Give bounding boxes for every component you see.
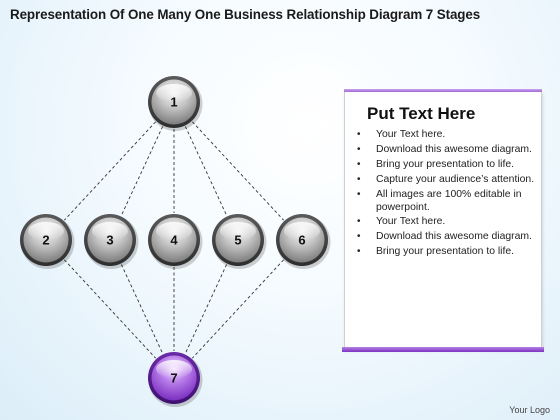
connector-line-1-to-5: [184, 126, 228, 216]
connector-line-5-to-7: [184, 264, 228, 354]
node-2: 2: [20, 214, 75, 269]
node-label-5: 5: [234, 233, 241, 248]
bullet-item: Bring your presentation to life.: [357, 246, 535, 259]
connector-lines: [64, 121, 284, 359]
node-7: 7: [148, 352, 203, 407]
node-label-6: 6: [298, 233, 305, 248]
connector-line-2-to-7: [64, 259, 156, 359]
bullet-item: Capture your audience’s attention.: [357, 174, 535, 187]
bullet-item: Download this awesome diagram.: [357, 231, 535, 244]
panel-heading: Put Text Here: [367, 104, 476, 123]
diagram-nodes: 1 2 3 4 5 6 7: [20, 76, 331, 407]
node-4: 4: [148, 214, 203, 269]
node-5: 5: [212, 214, 267, 269]
connector-line-6-to-7: [192, 259, 284, 359]
node-3: 3: [84, 214, 139, 269]
node-label-7: 7: [170, 371, 177, 386]
panel-top-bar: [344, 89, 542, 94]
panel-bottom-bar: [342, 347, 544, 352]
bullet-item: Your Text here.: [357, 129, 535, 142]
bullet-item: Your Text here.: [357, 216, 535, 229]
footer-logo-text: Your Logo: [509, 405, 550, 415]
connector-line-1-to-3: [120, 126, 164, 216]
text-panel: Put Text Here Your Text here. Download t…: [344, 92, 542, 350]
connector-line-3-to-7: [120, 264, 164, 354]
bullet-item: All images are 100% editable in powerpoi…: [357, 189, 535, 215]
node-1: 1: [148, 76, 203, 131]
diagram-title: Representation Of One Many One Business …: [10, 7, 481, 22]
node-label-2: 2: [42, 233, 49, 248]
connector-line-1-to-6: [192, 121, 284, 221]
node-label-3: 3: [106, 233, 113, 248]
node-6: 6: [276, 214, 331, 269]
node-label-4: 4: [170, 233, 178, 248]
connector-line-1-to-2: [64, 121, 156, 221]
node-label-1: 1: [170, 95, 177, 110]
bullet-list: Your Text here. Download this awesome di…: [357, 129, 535, 261]
bullet-item: Download this awesome diagram.: [357, 144, 535, 157]
bullet-item: Bring your presentation to life.: [357, 159, 535, 172]
